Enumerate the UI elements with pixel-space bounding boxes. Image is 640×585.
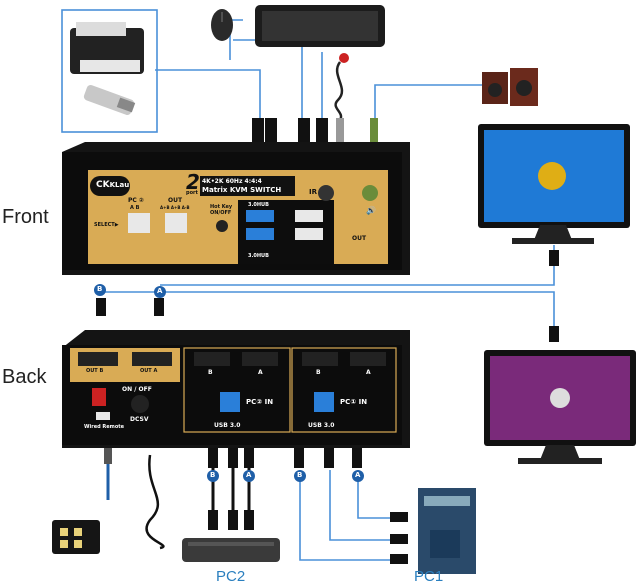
peripheral-box: [61, 9, 158, 133]
onoff-label: ON / OFF: [122, 386, 152, 393]
usb30-pc1-label: USB 3.0: [308, 422, 335, 429]
usb30-pc2-label: USB 3.0: [214, 422, 241, 429]
speaker-icon: 🔊: [366, 206, 376, 215]
wired-remote-icon: [52, 520, 100, 554]
back-label: Back: [2, 366, 47, 388]
tag-b-top: B: [97, 285, 103, 293]
ir-label: IR: [309, 188, 317, 196]
cable-plugs-top: [94, 284, 166, 316]
audio-cable-icon: [334, 53, 349, 121]
select-label: SELECT▶: [94, 222, 119, 228]
out-sub: A+B A+B A-B: [160, 205, 190, 210]
pc1-label: PC1: [414, 568, 444, 585]
speakers-icon: [482, 68, 538, 106]
out-port-label: OUT: [352, 235, 367, 242]
monitor-windows-icon: [478, 124, 630, 244]
monitor-mac-icon: [484, 350, 636, 464]
tag-a-pc2: A: [246, 471, 252, 479]
tag-b-pc1: B: [297, 471, 303, 479]
front-cables: [252, 118, 378, 142]
brand-name: KLau: [109, 181, 130, 189]
brand-label: CKKLau: [96, 180, 129, 190]
out-a-label: OUT A: [140, 368, 158, 374]
brand-prefix: CK: [96, 180, 110, 190]
tag-a-top: A: [157, 287, 163, 295]
pc1-tower-icon: [418, 488, 476, 574]
title-main: Matrix KVM SWITCH: [202, 186, 282, 194]
hub-bottom-label: 3.0HUB: [248, 253, 269, 259]
port-b2-label: B: [316, 369, 321, 376]
port-a1-label: A: [258, 369, 263, 376]
pc-select-label: PC ②: [128, 197, 144, 204]
pc2-mini-pc-icon: [182, 538, 280, 562]
front-label: Front: [2, 206, 49, 228]
kvm-front-device: [62, 142, 410, 275]
pc-select-sub: A B: [130, 205, 140, 211]
hub-top-label: 3.0HUB: [248, 202, 269, 208]
monitor-top-cable: [549, 250, 559, 342]
port-b1-label: B: [208, 369, 213, 376]
wired-remote-label: Wired Remote: [84, 424, 125, 430]
keyboard-icon: [255, 5, 385, 47]
title-port: port: [186, 190, 198, 196]
title-number: 2: [186, 170, 200, 194]
pc1-in-label: PC① IN: [340, 398, 368, 406]
tag-a-pc1: A: [355, 471, 361, 479]
kvm-back-device: [62, 330, 410, 448]
hotkey-label: Hot Key ON/OFF: [210, 204, 233, 216]
out-b-label: OUT B: [86, 368, 104, 374]
out-label: OUT: [168, 197, 183, 204]
mouse-icon: [211, 9, 233, 41]
pc2-in-label: PC② IN: [246, 398, 274, 406]
pc2-label: PC2: [216, 568, 246, 585]
dcsv-label: DCSV: [130, 416, 149, 423]
title-spec: 4K•2K 60Hz 4:4:4: [202, 178, 262, 185]
port-a2-label: A: [366, 369, 371, 376]
back-cables: [104, 448, 408, 564]
tag-b-pc2: B: [210, 471, 216, 479]
